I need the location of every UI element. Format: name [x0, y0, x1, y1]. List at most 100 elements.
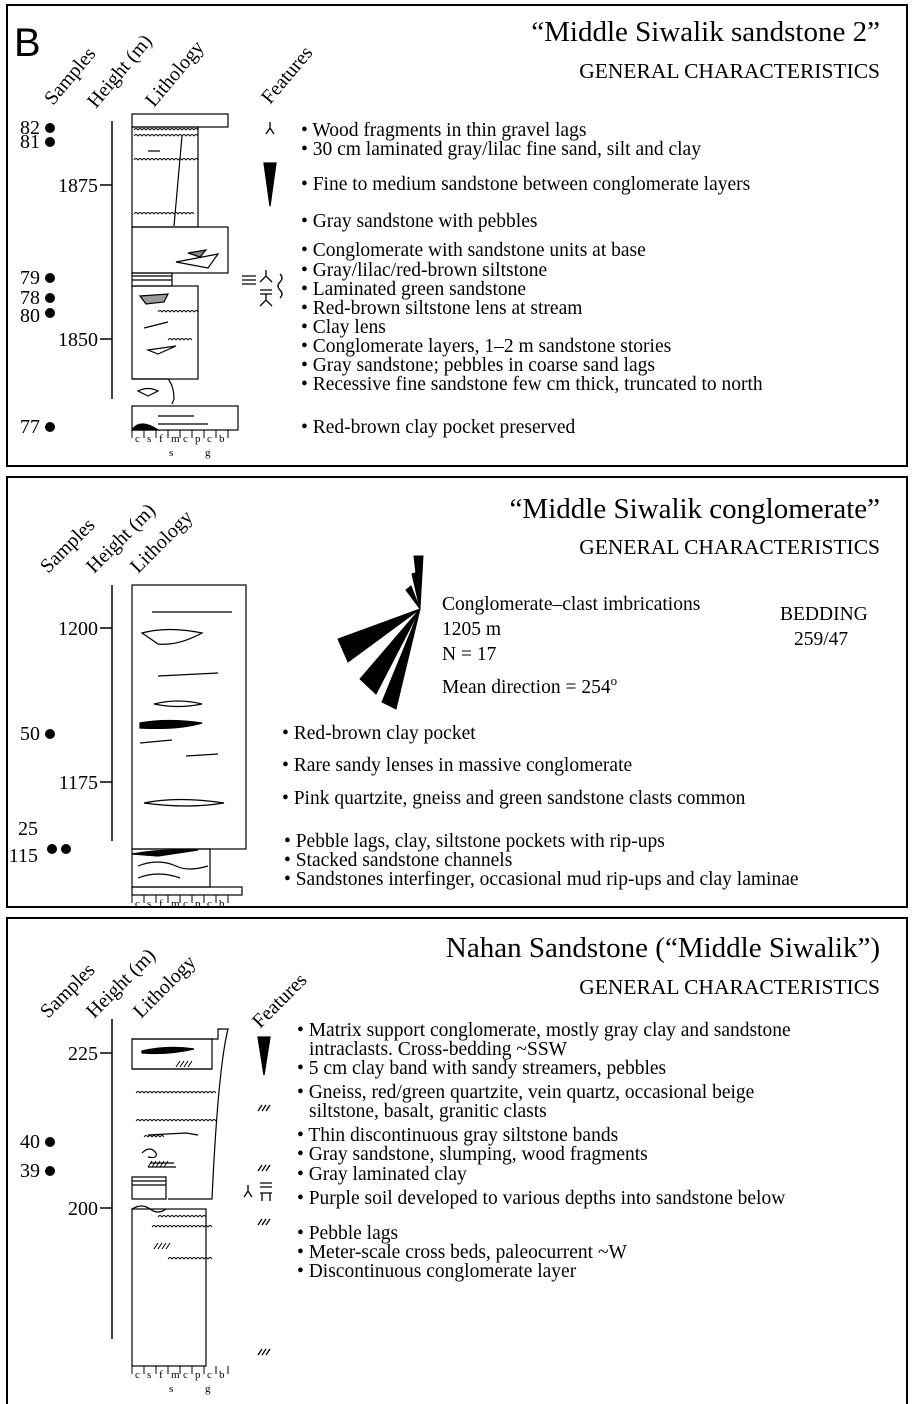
cross-bed-icon: [257, 1348, 271, 1356]
svg-text:f: f: [159, 1369, 163, 1381]
feature-item: • Gray sandstone, slumping, wood fragmen…: [297, 1144, 648, 1165]
lithology-column: [130, 113, 239, 431]
grain-scale: c s f m c p c b: [131, 895, 229, 908]
gravel-lag: [133, 128, 199, 341]
feature-item: • Pebble lags, clay, siltstone pockets w…: [284, 831, 665, 852]
svg-text:c: c: [207, 433, 212, 445]
rose-diagram: [337, 555, 424, 710]
slump-icon: [277, 273, 283, 299]
bedding-label: BEDDING: [780, 604, 868, 625]
feature-item: • Rare sandy lenses in massive conglomer…: [282, 755, 632, 776]
svg-text:f: f: [159, 433, 163, 445]
svg-text:b: b: [219, 1369, 225, 1381]
svg-text:c: c: [183, 898, 188, 908]
cross-bed-icon: [257, 1104, 271, 1112]
feature-item: siltstone, basalt, granitic clasts: [309, 1101, 547, 1122]
sample-label: 115: [9, 845, 38, 867]
sample-label: 25: [18, 818, 38, 840]
bedding-value: 259/47: [794, 629, 848, 650]
sample-label: 79: [20, 267, 40, 289]
svg-text:b: b: [219, 898, 225, 908]
sample-dot: [45, 273, 55, 283]
svg-text:s: s: [169, 1383, 173, 1395]
tick-label: 1850: [58, 329, 98, 351]
feature-item: • Gray sandstone; pebbles in coarse sand…: [301, 355, 655, 376]
svg-text:m: m: [171, 898, 180, 908]
svg-text:p: p: [195, 433, 201, 445]
sample-label: 40: [20, 1131, 40, 1153]
svg-text:m: m: [171, 1369, 180, 1381]
panel-subtitle: GENERAL CHARACTERISTICS: [579, 975, 880, 999]
tick-label: 1875: [58, 175, 98, 197]
feature-item: • 30 cm laminated gray/lilac fine sand, …: [301, 139, 701, 160]
sample-label: 78: [20, 287, 40, 309]
feature-item: • Recessive fine sandstone few cm thick,…: [301, 374, 763, 395]
svg-text:s: s: [147, 1369, 151, 1381]
feature-item: • Purple soil developed to various depth…: [297, 1188, 785, 1209]
feature-symbols: [243, 1036, 272, 1356]
feature-item: • Thin discontinuous gray siltstone band…: [297, 1125, 618, 1146]
sample-dot: [45, 137, 55, 147]
svg-text:s: s: [147, 433, 151, 445]
feature-item: • Red-brown clay pocket: [282, 723, 476, 744]
panel-conglomerate: “Middle Siwalik conglomerate” GENERAL CH…: [6, 476, 908, 908]
rose-label: Conglomerate–clast imbrications: [442, 594, 700, 615]
lithology-column: [131, 584, 247, 896]
sample-dot: [45, 1137, 55, 1147]
grain-scale: c s f m c p c b s g: [131, 1366, 229, 1395]
feature-item: • Matrix support conglomerate, mostly gr…: [297, 1020, 791, 1041]
tick-label: 225: [68, 1043, 98, 1065]
sample-dot: [45, 308, 55, 318]
feature-item: • Clay lens: [301, 317, 386, 338]
panel-3-diagram: Nahan Sandstone (“Middle Siwalik”) GENER…: [20, 932, 880, 1395]
lamination-slump-icon: [260, 1182, 272, 1201]
panel-subtitle: GENERAL CHARACTERISTICS: [579, 535, 880, 559]
panel-nahan-sandstone: Nahan Sandstone (“Middle Siwalik”) GENER…: [6, 917, 908, 1404]
svg-text:c: c: [135, 898, 140, 908]
rose-label: N = 17: [442, 644, 497, 665]
sample-label: 39: [20, 1160, 40, 1182]
panel-title: “Middle Siwalik sandstone 2”: [531, 16, 880, 48]
feature-item: • Gray/lilac/red-brown siltstone: [301, 260, 547, 281]
panel-title: “Middle Siwalik conglomerate”: [510, 493, 880, 525]
sample-label: 77: [20, 416, 40, 438]
tick-label: 1175: [59, 772, 98, 794]
svg-text:g: g: [205, 1383, 211, 1395]
feature-item: • Gray laminated clay: [297, 1164, 467, 1185]
sample-dot: [61, 844, 71, 854]
svg-text:b: b: [219, 433, 225, 445]
tick-label: 1200: [58, 618, 98, 640]
feature-item: • Pink quartzite, gneiss and green sands…: [282, 788, 746, 809]
feature-item: • Conglomerate with sandstone units at b…: [301, 240, 646, 261]
feature-item: • Gray sandstone with pebbles: [301, 211, 537, 232]
sample-label: 80: [20, 305, 40, 327]
svg-text:c: c: [135, 433, 140, 445]
svg-text:c: c: [207, 898, 212, 908]
sample-dot: [47, 844, 57, 854]
panel-letter: B: [14, 21, 41, 65]
wood-fragment-icon: [265, 122, 275, 135]
gravel-lag: [135, 1091, 217, 1260]
svg-text:p: p: [195, 1369, 201, 1381]
sample-label: 81: [20, 131, 40, 153]
panel-1-diagram: B “Middle Siwalik sandstone 2” GENERAL C…: [14, 16, 880, 459]
wood-lamination-icon: [259, 270, 273, 307]
svg-text:c: c: [183, 1369, 188, 1381]
feature-item: • Wood fragments in thin gravel lags: [301, 120, 586, 141]
sample-label: 82: [20, 117, 40, 139]
svg-text:f: f: [159, 898, 163, 908]
sample-dot: [45, 422, 55, 432]
rose-label: 1205 m: [442, 619, 501, 640]
grain-scale: c s f m c p c b s g: [131, 430, 229, 459]
svg-text:s: s: [147, 898, 151, 908]
feature-symbols: [242, 122, 283, 307]
cross-bed-symbols: [147, 1060, 193, 1250]
cross-bed-icon: [257, 1164, 271, 1172]
svg-text:c: c: [135, 1369, 140, 1381]
cross-bed-icon: [257, 1218, 271, 1226]
feature-item: • Pebble lags: [297, 1223, 398, 1244]
feature-item: • Red-brown clay pocket preserved: [301, 417, 576, 438]
panel-subtitle: GENERAL CHARACTERISTICS: [579, 59, 880, 83]
sample-dot: [45, 729, 55, 739]
header-features: Features: [257, 42, 318, 108]
